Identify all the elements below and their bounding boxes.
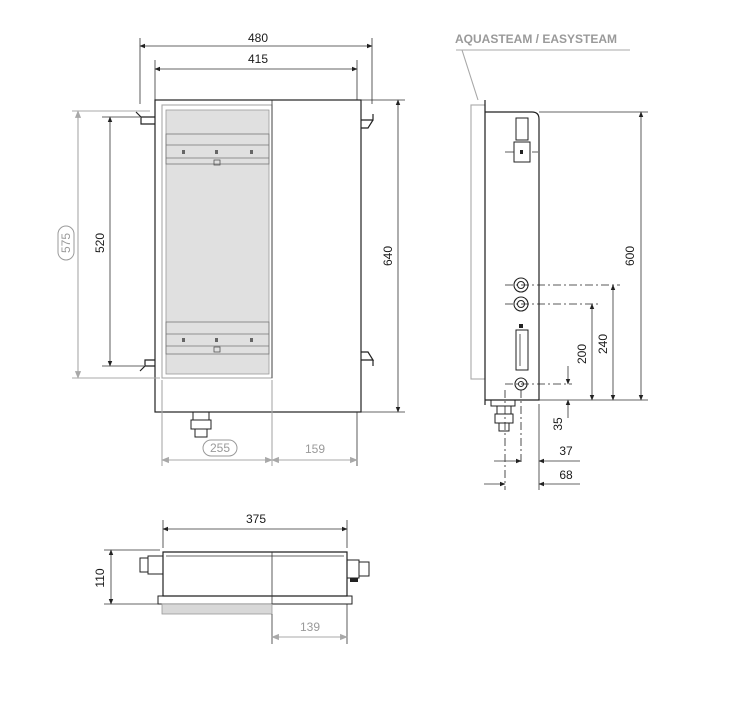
dim-139-label: 139: [300, 620, 320, 634]
dimension-height-575: 575: [57, 110, 160, 379]
bracket-bottom-left: [139, 359, 155, 372]
dimension-height-520: 520: [93, 116, 144, 367]
middle-component: [515, 324, 529, 371]
dimension-depth-37: 37: [494, 404, 580, 490]
bracket-top-right: [361, 114, 374, 129]
dim-480-label: 480: [248, 31, 268, 45]
dimension-width-415: 415: [154, 52, 358, 100]
bottom-front-panel: [161, 603, 273, 615]
dimension-offset-139: 139: [271, 604, 348, 644]
dimension-height-110: 110: [93, 549, 160, 605]
dimension-width-480: 480: [139, 31, 373, 104]
dimension-depth-68: 68: [484, 468, 580, 487]
upper-rail: [165, 133, 270, 166]
bottom-fitting: [190, 411, 212, 438]
dim-159-label: 159: [305, 442, 325, 456]
side-body-outline: [484, 100, 540, 405]
dim-240-label: 240: [596, 334, 610, 354]
dim-640-label: 640: [381, 246, 395, 266]
dim-415-label: 415: [248, 52, 268, 66]
lower-rail: [165, 321, 270, 355]
dim-37-label: 37: [559, 444, 573, 458]
side-bottom-plate: [490, 399, 516, 407]
dim-600-label: 600: [623, 246, 637, 266]
title-leader: [456, 49, 630, 101]
dimension-height-600: 600: [539, 111, 648, 401]
dimension-offset-255: 255: [161, 380, 273, 466]
dimension-height-200: 200: [575, 303, 595, 401]
side-bottom-fitting: [494, 405, 514, 432]
bottom-view: 375 110 139: [93, 512, 370, 644]
front-view: 480 415: [57, 31, 405, 466]
dim-520-label: 520: [93, 233, 107, 253]
bracket-top-left: [135, 111, 155, 125]
dimension-width-375: 375: [162, 512, 348, 548]
top-component: [505, 117, 538, 163]
dimension-offset-159: 159: [271, 412, 358, 466]
dim-200-label: 200: [575, 344, 589, 364]
dim-255-label: 255: [210, 441, 230, 455]
side-view: AQUASTEAM / EASYSTEAM: [455, 32, 648, 490]
dim-110-label: 110: [93, 568, 107, 587]
cabinet-outline: [154, 99, 362, 413]
bottom-base-plate: [157, 595, 353, 605]
dim-375-label: 375: [246, 512, 266, 526]
bottom-body: [162, 551, 348, 597]
side-panel: [470, 104, 486, 380]
dim-575-label: 575: [59, 233, 73, 253]
side-view-title: AQUASTEAM / EASYSTEAM: [455, 32, 617, 46]
bracket-bottom-right: [361, 351, 375, 366]
bottom-right-pipe: [346, 559, 370, 582]
dimension-height-640: 640: [361, 99, 405, 413]
dim-35-label: 35: [551, 417, 565, 431]
dimension-height-240: 240: [596, 284, 616, 401]
bottom-left-pipe: [139, 555, 164, 575]
dim-68-label: 68: [559, 468, 573, 482]
dimension-height-35: 35: [551, 366, 571, 431]
